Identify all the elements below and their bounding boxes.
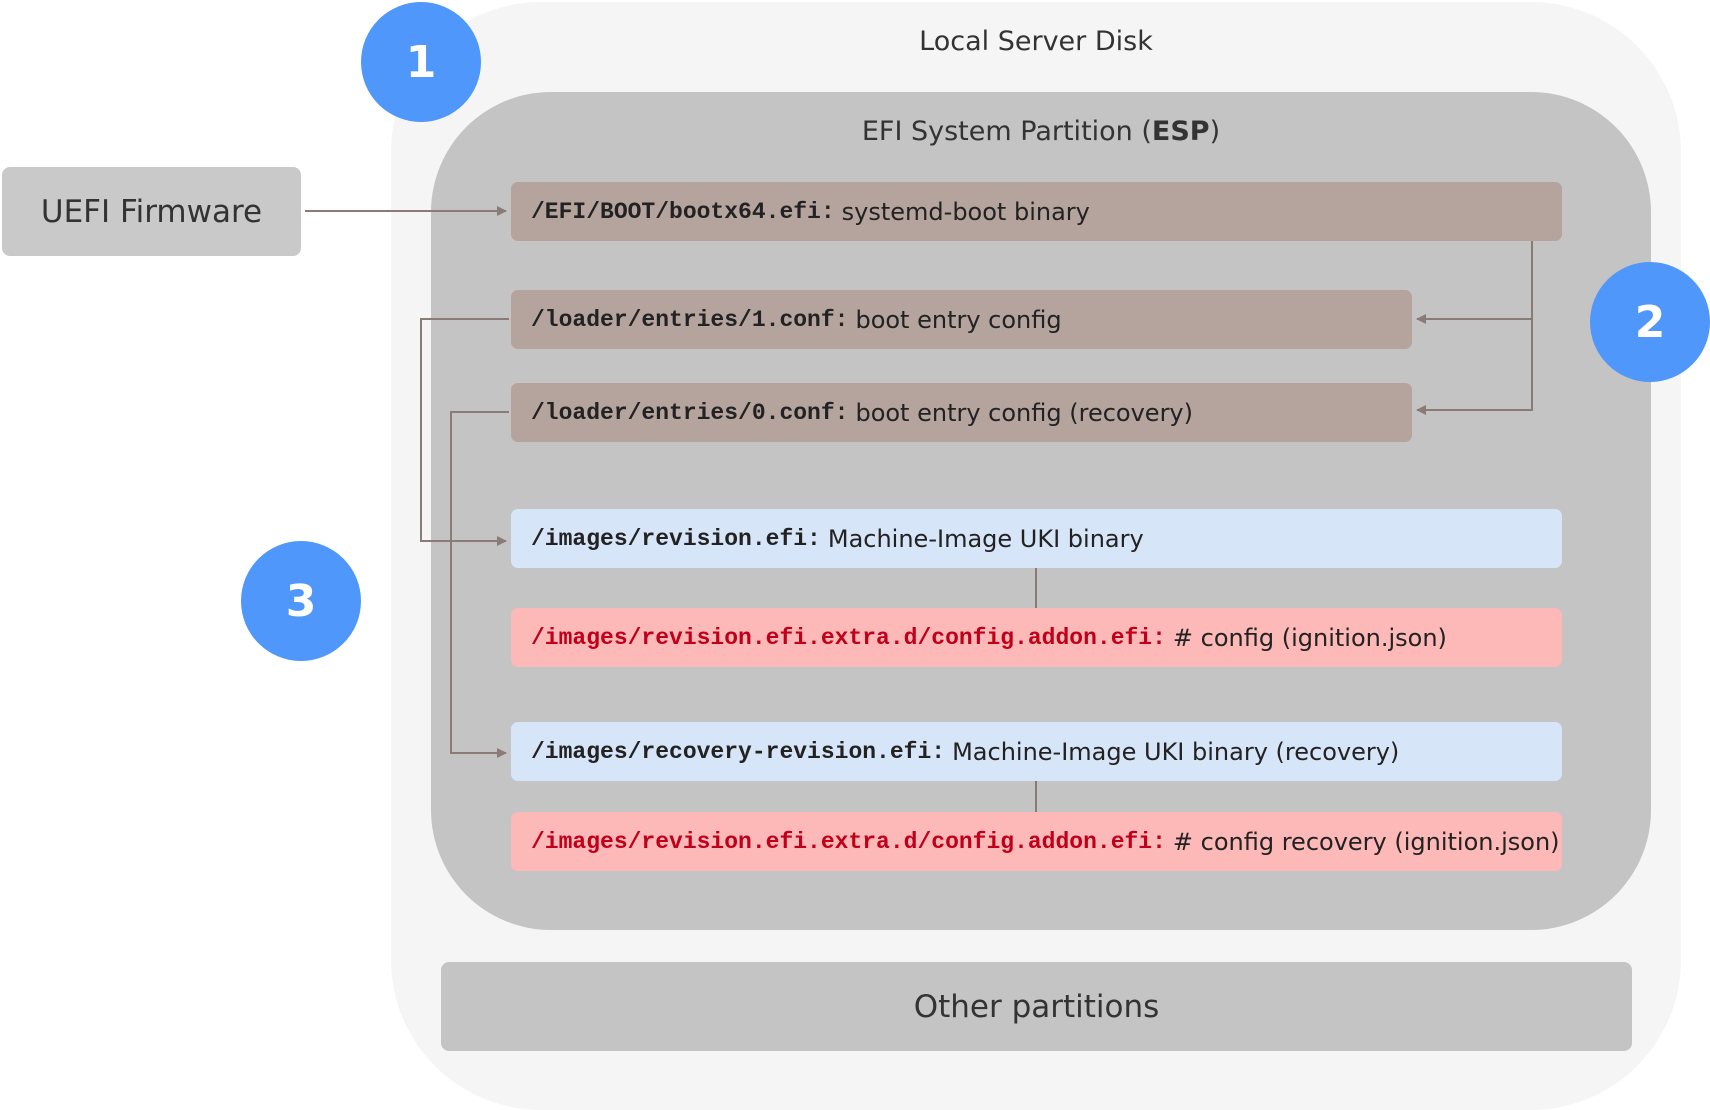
recovery-entry-row: /loader/entries/0.conf:boot entry config… xyxy=(511,383,1412,442)
row-path: /images/revision.efi.extra.d/config.addo… xyxy=(531,828,1166,855)
esp-title: EFI System Partition (ESP) xyxy=(861,116,1221,147)
boot-entry-row: /loader/entries/1.conf:boot entry config xyxy=(511,290,1412,349)
row-desc: Machine-Image UKI binary (recovery) xyxy=(952,737,1400,766)
recovery-config-addon-row: /images/revision.efi.extra.d/config.addo… xyxy=(511,812,1562,871)
row-path: /loader/entries/0.conf: xyxy=(531,399,849,426)
config-addon-row: /images/revision.efi.extra.d/config.addo… xyxy=(511,608,1562,667)
row-path: /EFI/BOOT/bootx64.efi: xyxy=(531,198,835,225)
row-path: /images/recovery-revision.efi: xyxy=(531,738,946,765)
uefi-firmware-box: UEFI Firmware xyxy=(2,167,301,256)
row-path: /images/revision.efi: xyxy=(531,525,821,552)
row-desc: # config (ignition.json) xyxy=(1172,623,1447,652)
row-path: /loader/entries/1.conf: xyxy=(531,306,849,333)
row-desc: boot entry config (recovery) xyxy=(855,398,1193,427)
row-desc: # config recovery (ignition.json) xyxy=(1172,827,1560,856)
step-badge-2: 2 xyxy=(1590,262,1710,382)
other-partitions-box: Other partitions xyxy=(441,962,1632,1051)
systemd-boot-row: /EFI/BOOT/bootx64.efi:systemd-boot binar… xyxy=(511,182,1562,241)
bootx64-to-entry0-arrow xyxy=(1416,319,1533,415)
entry1-to-uki-arrow xyxy=(420,318,509,546)
step-badge-1: 1 xyxy=(361,2,481,122)
row-path: /images/revision.efi.extra.d/config.addo… xyxy=(531,624,1166,651)
row-desc: systemd-boot binary xyxy=(841,197,1090,226)
uki-binary-row: /images/revision.efi:Machine-Image UKI b… xyxy=(511,509,1562,568)
row-desc: Machine-Image UKI binary xyxy=(827,524,1144,553)
step-badge-3: 3 xyxy=(241,541,361,661)
disk-title: Local Server Disk xyxy=(919,26,1153,57)
recovery-uki-row: /images/recovery-revision.efi:Machine-Im… xyxy=(511,722,1562,781)
row-desc: boot entry config xyxy=(855,305,1062,334)
bootx64-to-entry1-arrow xyxy=(1416,241,1533,324)
entry0-to-recovery-uki-arrow xyxy=(450,411,509,758)
